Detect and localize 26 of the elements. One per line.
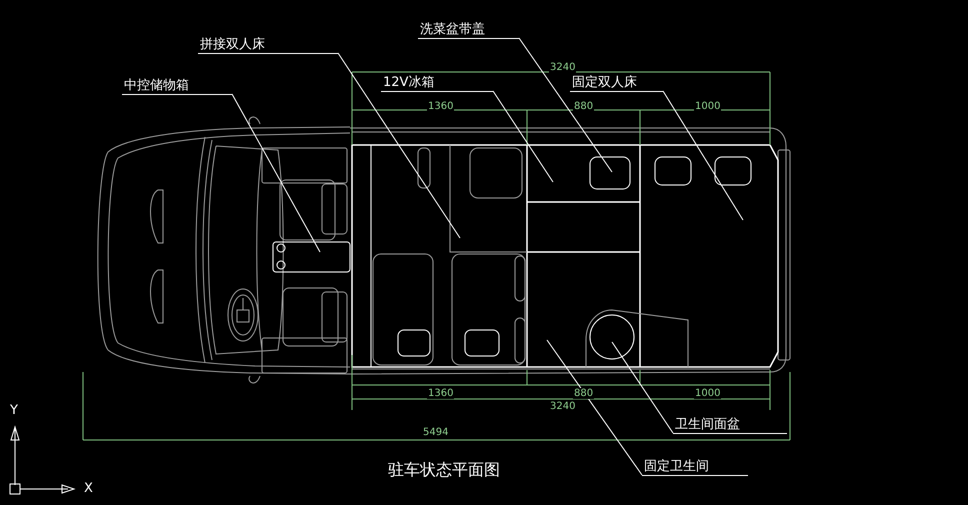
callout-text: 拼接双人床 xyxy=(198,37,338,54)
leader-line xyxy=(232,94,320,252)
callout-text: 固定双人床 xyxy=(570,75,663,92)
axis-label: X xyxy=(84,482,93,496)
dimension-text: 1000 xyxy=(694,101,722,112)
callout-text: 卫生间面盆 xyxy=(673,417,787,434)
axis-label: Y xyxy=(10,404,18,418)
leader-line xyxy=(492,90,554,182)
leader-line xyxy=(612,342,674,434)
callout-text: 中控储物箱 xyxy=(122,78,232,95)
callout-text: 12V冰箱 xyxy=(381,75,493,92)
drawing-title: 驻车状态平面图 xyxy=(388,461,500,479)
callout-text: 固定卫生间 xyxy=(642,459,748,476)
dimension-text: 1360 xyxy=(427,101,454,112)
dimension-text: 3240 xyxy=(549,401,576,412)
dimension-text: 880 xyxy=(573,101,594,112)
leader-line xyxy=(338,52,460,238)
leader-line xyxy=(662,90,744,220)
dimension-text: 5494 xyxy=(422,427,450,438)
dimension-text: 3240 xyxy=(549,62,576,73)
leader-line xyxy=(518,38,612,172)
callout-text: 洗菜盆带盖 xyxy=(418,22,519,39)
dimension-text: 1000 xyxy=(694,388,722,399)
leader-line xyxy=(546,340,642,476)
dimension-text: 1360 xyxy=(427,388,454,399)
dimension-text: 880 xyxy=(573,388,594,399)
